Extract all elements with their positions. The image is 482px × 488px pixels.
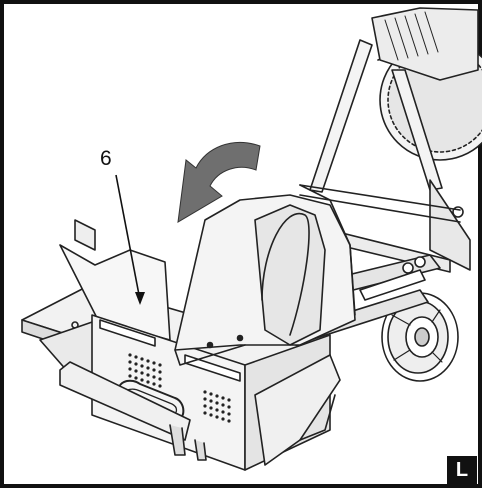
callout-number-6: 6	[100, 147, 112, 170]
panel-letter-badge: L	[447, 456, 477, 484]
right-cradle	[174, 184, 356, 366]
callout-leader-line	[115, 174, 145, 305]
tray-legs	[169, 424, 207, 461]
rotation-arrow-icon	[177, 141, 261, 223]
tray-end-piece	[254, 354, 341, 466]
handle-icon	[59, 361, 191, 441]
motor-housing	[371, 7, 479, 81]
